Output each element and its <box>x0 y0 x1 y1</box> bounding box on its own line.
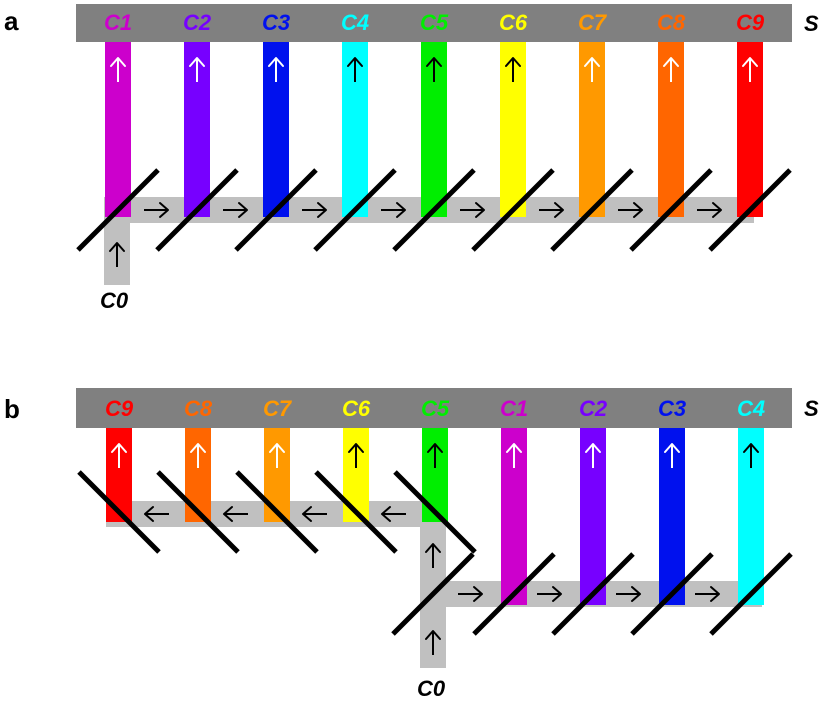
panel-b-bar <box>76 388 792 428</box>
panel-a-mirror <box>392 168 476 252</box>
panel-a-channel-label: C9 <box>736 10 765 35</box>
panel-a-mirror <box>313 168 397 252</box>
panel-a-channel-label: C4 <box>341 10 369 35</box>
panel-b-mirror <box>393 470 477 554</box>
panel-b-channel-label: C1 <box>500 396 528 421</box>
panel-b-channel-c9 <box>106 428 132 522</box>
panel-a-channel-label: C3 <box>262 10 290 35</box>
panel-b-mirror <box>156 470 240 554</box>
panel-b-mirror <box>709 552 793 636</box>
panel-b-channel-label: C7 <box>263 396 293 421</box>
panel-a-bar-label: S <box>804 11 819 36</box>
panel-b-channel-label: C4 <box>737 396 765 421</box>
panel-b-channel-label: C6 <box>342 396 371 421</box>
panel-b-letter: b <box>4 394 20 424</box>
panel-b-channel-c7 <box>264 428 290 522</box>
panel-b-channel-label: C8 <box>184 396 213 421</box>
panel-a-mirror <box>471 168 555 252</box>
panel-b-mirror <box>630 552 714 636</box>
panel-b-mirror <box>472 552 556 636</box>
panel-b-channel-c8 <box>185 428 211 522</box>
panel-b-bar-label: S <box>804 396 819 421</box>
panel-b-mirror <box>77 470 161 554</box>
panel-a-mirror <box>76 168 160 252</box>
panel-b-mirror <box>314 470 398 554</box>
panel-b-mirror <box>551 552 635 636</box>
panel-b-channel-label: C3 <box>658 396 686 421</box>
panel-a-channel-label: C8 <box>657 10 686 35</box>
panel-b-channel-c5 <box>422 428 448 522</box>
panel-a: a S C1 C2 C3 C4 C5 C6 C7 C8 C9 C0 <box>4 4 819 313</box>
panel-b: b S C9 C8 C7 C6 C5 C1 C2 C3 C4 C0 <box>4 388 819 701</box>
panel-a-source-label: C0 <box>100 288 129 313</box>
panel-a-mirror <box>708 168 792 252</box>
panel-a-bar <box>76 4 792 42</box>
panel-a-channel-label: C7 <box>578 10 608 35</box>
panel-b-channel-c6 <box>343 428 369 522</box>
panel-a-mirror <box>550 168 634 252</box>
panel-a-letter: a <box>4 6 19 36</box>
panel-b-channel-label: C5 <box>421 396 450 421</box>
panel-a-mirror <box>155 168 239 252</box>
panel-a-channel-label: C6 <box>499 10 528 35</box>
panel-a-mirror <box>629 168 713 252</box>
panel-a-channel-label: C5 <box>420 10 449 35</box>
panel-b-source-label: C0 <box>417 676 446 701</box>
panel-a-channel-label: C1 <box>104 10 132 35</box>
panel-b-channel-label: C2 <box>579 396 608 421</box>
panel-b-mirror <box>235 470 319 554</box>
panel-b-channel-label: C9 <box>105 396 134 421</box>
panel-a-mirror <box>234 168 318 252</box>
panel-b-center-mirror <box>391 552 475 636</box>
panel-a-channel-label: C2 <box>183 10 212 35</box>
